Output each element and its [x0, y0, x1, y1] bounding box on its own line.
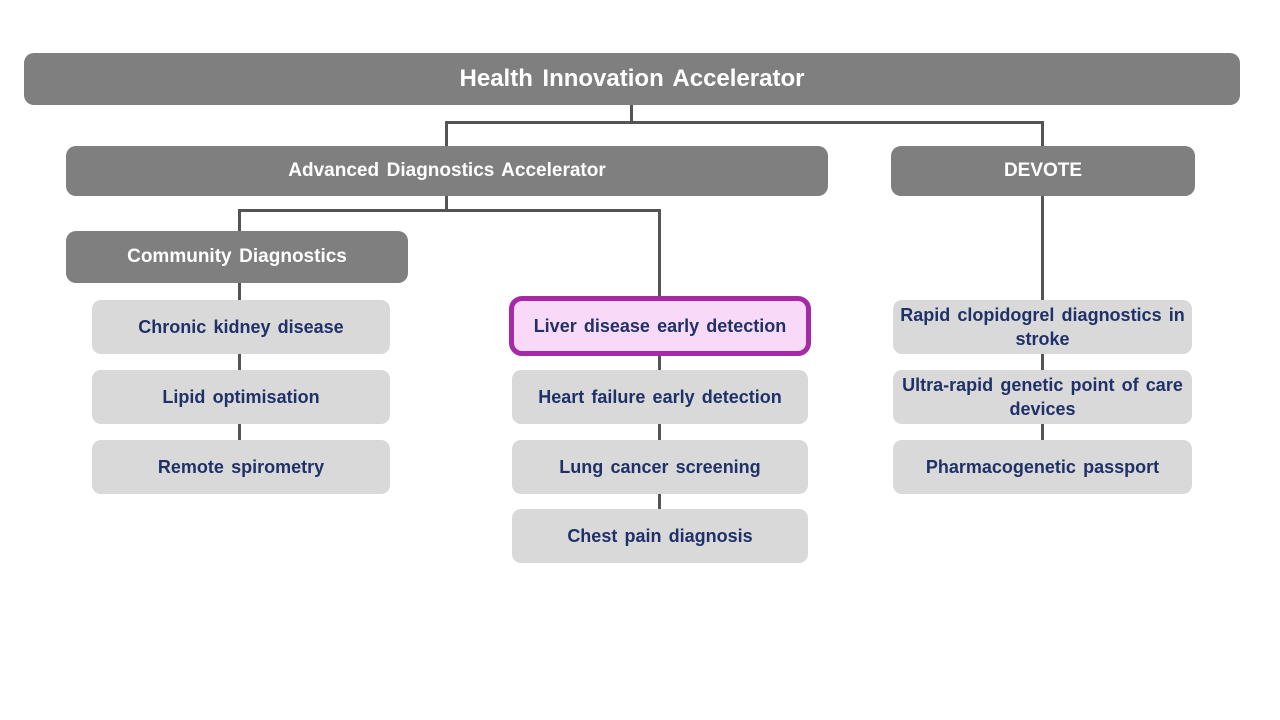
connector-heart-lung — [658, 424, 661, 441]
node-rapid-clopidogrel-diagnostics-in-stroke: Rapid clopidogrel diagnostics in stroke — [893, 300, 1192, 354]
node-devote: DEVOTE — [891, 146, 1195, 196]
connector-to-community — [238, 209, 241, 232]
connector-chronic-lipid — [238, 354, 241, 371]
connector-community-chronic — [238, 283, 241, 301]
node-heart-failure-early-detection: Heart failure early detection — [512, 370, 808, 424]
node-advanced-diagnostics-accelerator: Advanced Diagnostics Accelerator — [66, 146, 828, 196]
connector-to-liver — [658, 209, 661, 297]
node-health-innovation-accelerator: Health Innovation Accelerator — [24, 53, 1240, 105]
connector-ultra-pharma — [1041, 424, 1044, 441]
node-lipid-optimisation: Lipid optimisation — [92, 370, 390, 424]
node-ultra-rapid-genetic-point-of-care-devices: Ultra-rapid genetic point of care device… — [893, 370, 1192, 424]
connector-to-ada — [445, 121, 448, 146]
connector-to-devote — [1041, 121, 1044, 146]
connector-level3-horizontal — [238, 209, 661, 212]
node-community-diagnostics: Community Diagnostics — [66, 231, 408, 283]
connector-rapid-ultra — [1041, 354, 1044, 371]
node-chronic-kidney-disease: Chronic kidney disease — [92, 300, 390, 354]
node-liver-disease-early-detection-highlighted: Liver disease early detection — [509, 296, 811, 356]
node-chest-pain-diagnosis: Chest pain diagnosis — [512, 509, 808, 563]
connector-lung-chest — [658, 494, 661, 510]
connector-level2-horizontal — [445, 121, 1044, 124]
connector-devote-rapid — [1041, 196, 1044, 301]
connector-lipid-remote — [238, 424, 241, 441]
node-remote-spirometry: Remote spirometry — [92, 440, 390, 494]
node-lung-cancer-screening: Lung cancer screening — [512, 440, 808, 494]
node-pharmacogenetic-passport: Pharmacogenetic passport — [893, 440, 1192, 494]
connector-ada-drop — [445, 196, 448, 212]
connector-root-drop — [630, 105, 633, 124]
connector-liver-heart — [658, 356, 661, 371]
